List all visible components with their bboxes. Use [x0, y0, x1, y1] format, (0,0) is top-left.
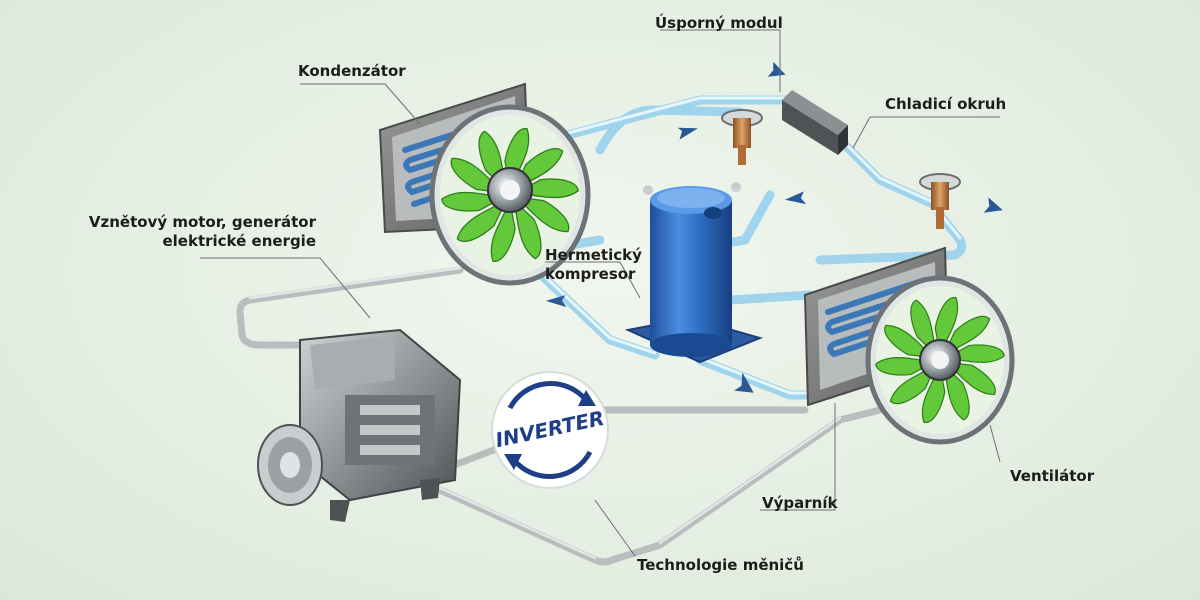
diesel-engine-generator: [257, 328, 462, 522]
label-compressor-line2: kompresor: [545, 265, 636, 283]
label-diesel-engine-generator: Vznětový motor, generátor elektrické ene…: [30, 213, 316, 251]
label-cooling-circuit: Chladicí okruh: [885, 95, 1007, 113]
label-economizer-module: Úsporný modul: [655, 14, 783, 32]
label-engine-line2: elektrické energie: [162, 232, 316, 250]
flow-arrow-6: [734, 372, 754, 393]
label-fan: Ventilátor: [1010, 467, 1095, 485]
power-cables-highlight: [248, 266, 842, 560]
label-evaporator: Výparník: [762, 494, 838, 512]
inverter-badge: INVERTER: [491, 371, 609, 489]
expansion-valve-2: [919, 173, 961, 229]
condenser-fan: [429, 104, 591, 286]
label-compressor-line1: Hermetický: [545, 246, 642, 264]
economizer-module: [782, 90, 848, 155]
flow-arrow-1: [767, 61, 786, 77]
flow-arrow-5: [545, 295, 567, 308]
label-inverter-technology: Technologie měničů: [637, 556, 804, 574]
flow-arrow-4: [983, 197, 1003, 213]
flow-arrow-2: [677, 127, 698, 140]
label-condenser: Kondenzátor: [298, 62, 406, 80]
leader-lines: [200, 29, 1001, 557]
flow-arrows: [545, 61, 1003, 393]
flow-arrow-3: [784, 191, 807, 205]
label-hermetic-compressor: Hermetický kompresor: [545, 246, 642, 284]
hermetic-compressor: [624, 182, 764, 364]
label-engine-line1: Vznětový motor, generátor: [88, 213, 316, 231]
expansion-valve-1: [721, 109, 763, 165]
evaporator-fan: [865, 275, 1015, 445]
